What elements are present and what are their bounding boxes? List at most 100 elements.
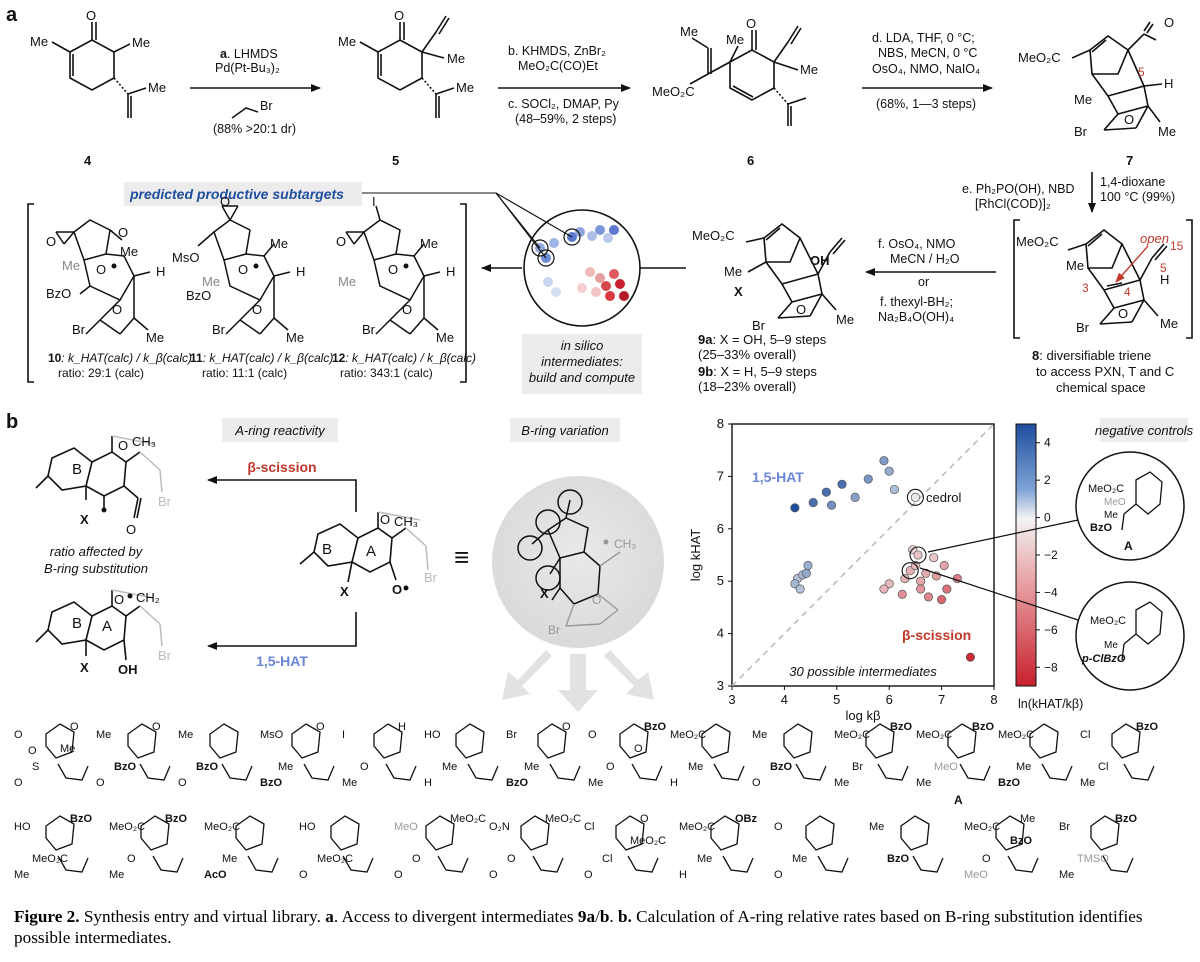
negative-controls-label: negative controls [1095, 423, 1194, 438]
library-atom-label: O [299, 869, 308, 881]
beta-scission-label: β-scission [247, 459, 316, 475]
y-tick-label: 7 [717, 468, 724, 483]
scatter-point [863, 474, 873, 484]
beta-product-x: X [80, 512, 89, 527]
subtarget-10-me: Me [120, 244, 138, 259]
library-atom-label: Br [1059, 821, 1070, 833]
subtarget-11-ratio: ratio: 11:1 (calc) [202, 366, 287, 380]
figure-caption: Figure 2. Synthesis entry and virtual li… [14, 907, 1143, 947]
library-atom-label: Me [1020, 813, 1035, 825]
x-tick-label: 3 [728, 692, 735, 707]
scatter-point [827, 500, 837, 510]
compound-5-structure [359, 15, 455, 118]
scatter-point [803, 560, 813, 571]
y-tick-label: 8 [717, 416, 724, 431]
subtarget-11-radical-dot [253, 263, 259, 269]
subtarget-11-mso: MsO [172, 250, 199, 265]
library-ring-lower [1123, 763, 1155, 781]
negative-control-b-ester: MeO₂C [1090, 615, 1126, 627]
svg-text:e. Ph₂PO(OH), NBD: e. Ph₂PO(OH), NBD [962, 182, 1075, 196]
scatter-point [808, 498, 818, 508]
central-o: O [380, 512, 390, 527]
library-atom-label: Cl [1098, 761, 1108, 773]
library-ring [900, 815, 930, 851]
hat-product-oh: OH [118, 662, 138, 677]
library-ring-lower [342, 855, 374, 873]
library-row-2: HOMeO₂CMeBzOMeO₂COMeBzOMeO₂CMeAcOHOMeO₂C… [14, 813, 1137, 881]
b-ring-o: O [592, 593, 601, 607]
library-atom-label: MeO₂C [630, 835, 666, 847]
compound-7-me-left: Me [1074, 92, 1092, 107]
colorbar-tick-label: −2 [1044, 548, 1058, 562]
central-radical-dot [403, 585, 409, 591]
svg-text:Br: Br [260, 99, 273, 113]
svg-text:11: k_HAT(calc) / k_β(calc): 11: k_HAT(calc) / k_β(calc) [190, 351, 333, 365]
beta-product-radical-dot [101, 507, 107, 513]
compound-8-structure [1067, 228, 1168, 325]
library-atom-label: Me [1059, 869, 1074, 881]
library-ring [373, 723, 403, 759]
hat-product-x: X [80, 660, 89, 675]
compound-8-description: : diversifiable triene [1039, 348, 1151, 363]
library-atom-label: Me [1016, 761, 1031, 773]
library-ring-lower [795, 763, 827, 781]
open-arrow [1115, 245, 1149, 283]
subtarget-11-kinetic: : k_HAT(calc) / k_β(calc) [203, 351, 334, 365]
svg-text:(48–59%, 2 steps): (48–59%, 2 steps) [515, 112, 616, 126]
compound-4-oxygen: O [86, 8, 96, 23]
compound-9-ether-o: O [796, 302, 806, 317]
hat-product-o: O [114, 592, 124, 607]
subtargets-bracket-right [460, 203, 467, 383]
b-ring-variation-label: B-ring variation [521, 423, 608, 438]
subtarget-10-epoxide-o: O [46, 234, 56, 249]
svg-text:MeCN / H₂O: MeCN / H₂O [890, 252, 960, 266]
ratio-note-line1: ratio affected by [50, 544, 144, 559]
step-d-text: d. LDA, THF, 0 °C; NBS, MeCN, 0 °C OsO₄,… [872, 31, 980, 111]
subtarget-12-br: Br [362, 322, 376, 337]
central-br: Br [424, 570, 438, 585]
scatter-point [879, 456, 889, 466]
library-ring-lower [139, 763, 171, 781]
library-ring-lower [817, 855, 849, 873]
predicted-subtargets-label: predicted productive subtargets [129, 186, 344, 202]
library-ring-lower [627, 855, 659, 873]
library-atom-label: BzO [770, 761, 792, 773]
library-ring-lower [1007, 855, 1039, 873]
y-tick-label: 6 [717, 521, 724, 536]
library-ring [209, 723, 239, 759]
svg-text:a. LHMDS: a. LHMDS [220, 47, 278, 61]
library-ring-lower [722, 855, 754, 873]
subtarget-11-structure [197, 205, 291, 335]
library-ring-lower [631, 763, 663, 781]
library-atom-label: Br [506, 729, 517, 741]
library-atom-label: BzO [887, 853, 909, 865]
library-atom-label: Me [222, 853, 237, 865]
subtarget-10-o: O [118, 225, 128, 240]
scatter-point [916, 584, 926, 594]
hat-product-structure [35, 590, 141, 661]
library-ring [783, 723, 813, 759]
b-ring-radical-dot [603, 539, 609, 545]
library-atom-label: MeO [934, 761, 958, 773]
chart-annotation-cedrol: cedrol [926, 490, 962, 505]
highlighted-intermediate-2 [537, 249, 555, 267]
beta-product-br: Br [158, 494, 172, 509]
negative-control-b-pclbzo: p-ClBzO [1081, 653, 1126, 665]
central-ch3: CH₃ [394, 514, 418, 529]
compound-9a-text: : X = OH, 5–9 steps [712, 332, 826, 347]
compound-9-structure [745, 222, 846, 319]
library-ring [710, 815, 740, 851]
library-atom-label: O [982, 853, 991, 865]
library-atom-label: BzO [165, 813, 187, 825]
scatter-point [937, 594, 947, 605]
subtarget-12-h: H [446, 264, 455, 279]
library-atom-label: O [752, 777, 761, 789]
hat-arrow [207, 612, 357, 650]
library-atom-label: MeO₂C [204, 821, 240, 833]
compound-8-ether-o: O [1118, 306, 1128, 321]
variation-site-2 [535, 509, 561, 535]
compound-5-oxygen: O [394, 8, 404, 23]
subtarget-12-structure [345, 205, 441, 335]
